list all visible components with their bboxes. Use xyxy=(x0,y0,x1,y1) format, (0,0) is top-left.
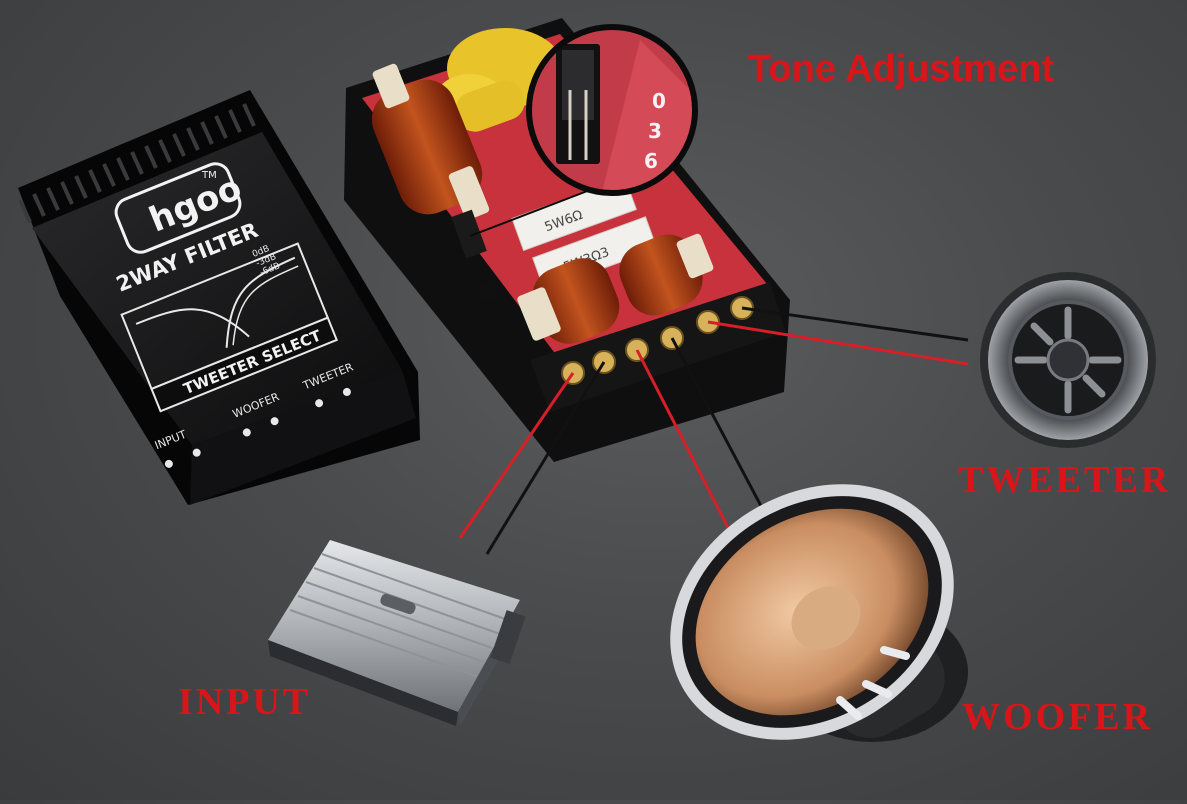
amplifier-icon xyxy=(268,540,526,726)
woofer-label: WOOFER xyxy=(962,696,1154,738)
wiring xyxy=(458,306,969,556)
tweeter-icon xyxy=(980,272,1156,448)
jumper-mark-3: 3 xyxy=(648,119,662,143)
magnifier-icon: 0 3 6 xyxy=(469,24,698,237)
cover-tm: TM xyxy=(201,170,217,181)
tweeter-label: TWEETER xyxy=(958,459,1172,501)
woofer-icon xyxy=(670,484,968,742)
input-label: INPUT xyxy=(178,681,312,723)
crossover-cover-icon: hgoo TM 2WAY FILTER 0dB -3dB -6dB TWEETE… xyxy=(18,90,420,505)
jumper-mark-6: 6 xyxy=(644,149,658,173)
tone-adjustment-label: Tone Adjustment xyxy=(748,48,1055,90)
jumper-mark-0: 0 xyxy=(652,89,666,113)
